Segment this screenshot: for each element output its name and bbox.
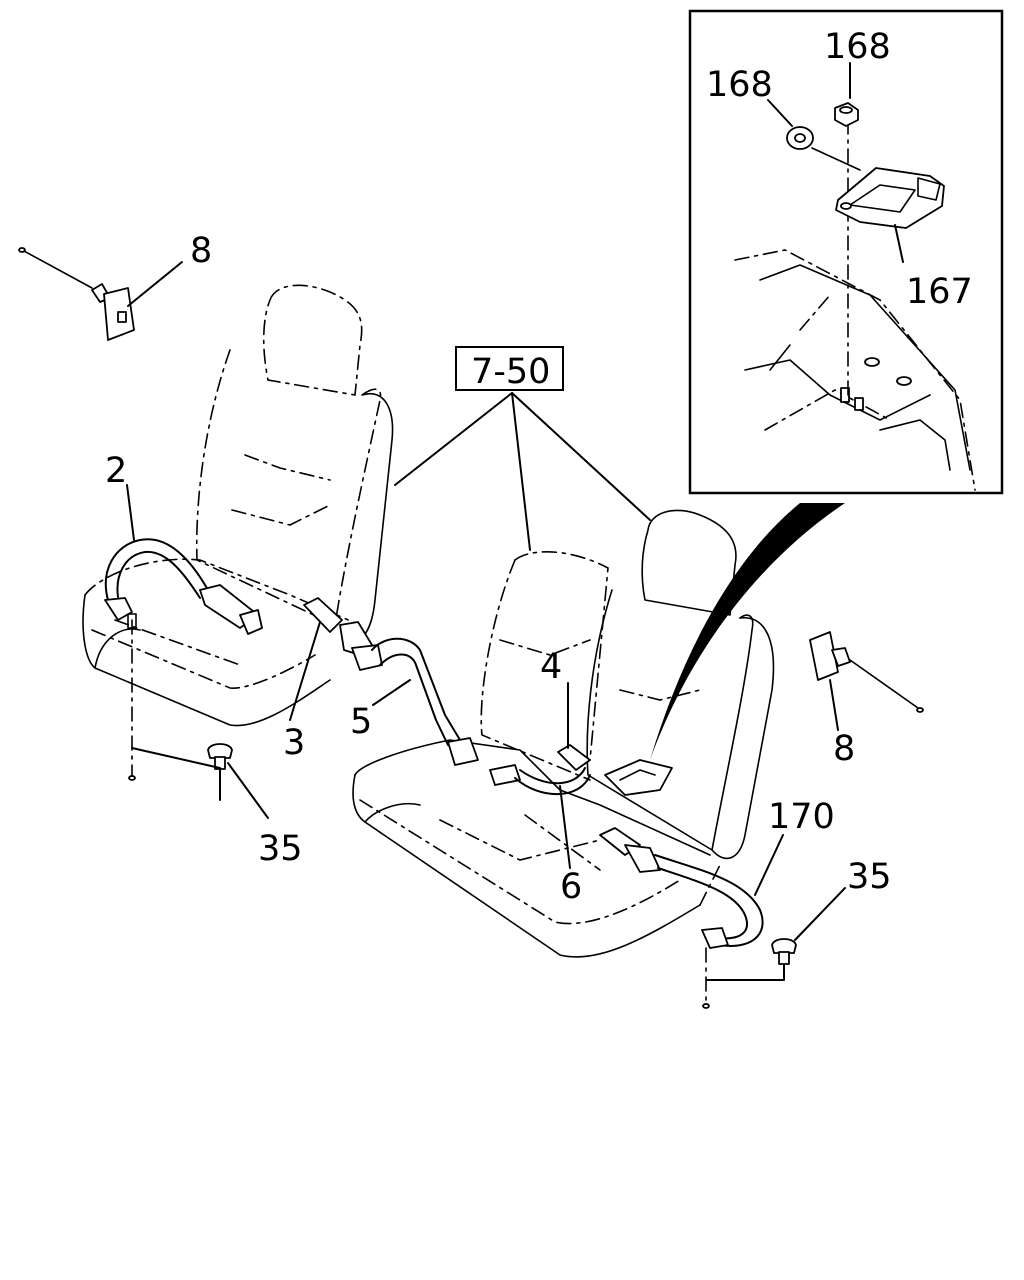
leader-lines — [126, 62, 904, 981]
bracket-167 — [835, 167, 945, 229]
callout-168-left: 168 — [706, 65, 773, 105]
inset-pointer — [650, 503, 845, 760]
buckle-3 — [303, 597, 383, 671]
callout-2: 2 — [105, 451, 127, 491]
callout-5: 5 — [350, 702, 372, 742]
bolt-35-right — [771, 938, 797, 965]
nut-168-left — [786, 126, 814, 150]
belt-5 — [371, 637, 479, 766]
inset-frame — [688, 9, 1004, 495]
callout-8-left: 8 — [190, 231, 212, 271]
nut-168-top — [834, 102, 859, 127]
callout-6: 6 — [560, 867, 582, 907]
buckle-6 — [489, 764, 591, 796]
callout-35-right: 35 — [847, 857, 892, 897]
belt-170 — [599, 827, 764, 1006]
callout-167: 167 — [906, 272, 973, 312]
callout-35-left: 35 — [258, 829, 303, 869]
buckle-4 — [557, 744, 591, 771]
callout-3: 3 — [283, 723, 305, 763]
right-seat — [352, 509, 775, 958]
cover-8-right — [809, 631, 919, 709]
cover-8-left — [23, 250, 135, 341]
inset-detail — [688, 9, 1004, 495]
lap-belt-2 — [104, 538, 263, 781]
left-seat — [82, 284, 394, 727]
callout-170: 170 — [768, 797, 835, 837]
callout-7-50: 7-50 — [471, 352, 550, 392]
callout-7-50-frame — [455, 346, 564, 391]
callout-8-right: 8 — [833, 729, 855, 769]
callout-168-top: 168 — [824, 27, 891, 67]
callout-4: 4 — [540, 647, 562, 687]
inset-anchor-bolts — [840, 357, 912, 411]
retractor-anchor — [604, 759, 673, 796]
